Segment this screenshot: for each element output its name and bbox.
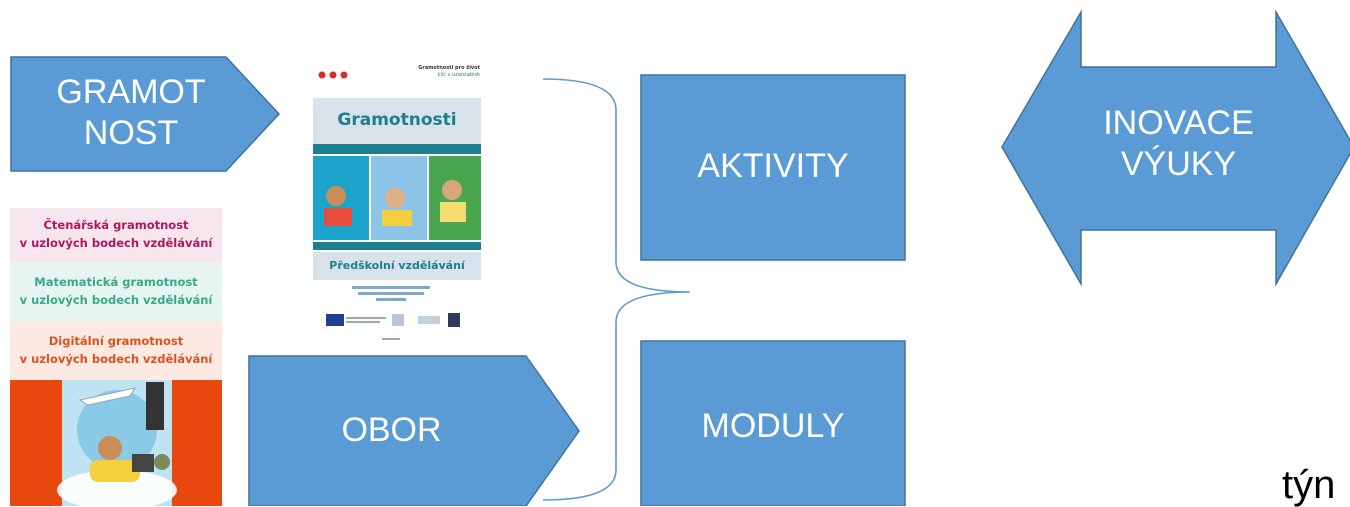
obor-arrow [248,355,580,506]
inovace-double-arrow [1001,9,1350,287]
cover-illustration [10,380,222,506]
inovace-label: INOVACE VÝUKY [1103,104,1254,184]
cover-mid-art [313,71,481,340]
cover-band-reading: Čtenářská gramotnost v uzlových bodech v… [10,208,222,262]
gramotnost-label: GRAMOT NOST [56,73,206,153]
corner-text: týn [1282,463,1336,507]
cover-mid-series: Gramotnosti pro život klíč v uzančabisk [418,65,480,78]
moduly-label: MODULY [701,407,845,445]
curly-brace [542,78,691,501]
obor-label: OBOR [341,411,442,449]
cover-band-math: Matematická gramotnost v uzlových bodech… [10,262,222,322]
aktivity-box [640,74,906,261]
book-cover-literacy: Čtenářská gramotnost v uzlových bodech v… [10,208,222,506]
cover-mid-title: Gramotnosti [337,110,457,130]
book-cover-gramotnosti: Gramotnosti pro život klíč v uzančabisk … [300,58,482,350]
cover-band-digital: Digitální gramotnost v uzlových bodech v… [10,322,222,380]
aktivity-label: AKTIVITY [697,147,849,185]
moduly-box [640,340,906,506]
gramotnost-arrow [10,56,281,172]
cover-mid-subtitle: Předškolní vzdělávání [329,259,465,272]
